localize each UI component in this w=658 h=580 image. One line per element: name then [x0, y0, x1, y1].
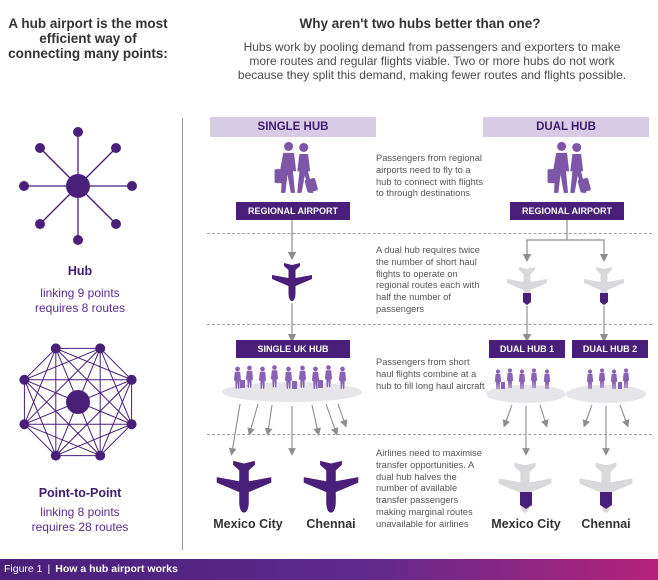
main-title: Why aren't two hubs better than one? [299, 16, 541, 31]
p2p-label: Point-to-Point [38, 486, 122, 500]
p2p-route [55, 347, 132, 381]
left-title: A hub airport is the most efficient way … [8, 16, 168, 61]
p2p-desc-2: requires 28 routes [31, 520, 129, 534]
p2p-point [95, 343, 106, 354]
hub-network-icon [19, 127, 137, 245]
p2p-point [19, 419, 30, 430]
description-row-2: A dual hub requires twice the number of … [376, 245, 480, 314]
dual-hub-1-tag: DUAL HUB 1 [489, 340, 565, 358]
network-diagrams [19, 127, 137, 461]
hub-desc-1: linking 9 points [40, 286, 120, 300]
figure-separator: | [47, 563, 51, 575]
single-city-1: Mexico City [213, 517, 283, 531]
p2p-route [23, 379, 57, 456]
plane-icon [272, 263, 624, 305]
p2p-point [50, 450, 61, 461]
p2p-route [24, 423, 101, 457]
p2p-point [95, 450, 106, 461]
single-uk-hub-tag: SINGLE UK HUB [236, 340, 350, 358]
hub-label: Hub [67, 264, 93, 278]
single-city-2: Chennai [306, 517, 356, 531]
point-to-point-network-icon [19, 343, 137, 461]
p2p-point [126, 419, 137, 430]
description-row-1: Passengers from regional airports need t… [376, 153, 483, 199]
p2p-point [19, 374, 30, 385]
figure-caption-bar: Figure 1 | How a hub airport works [0, 559, 658, 580]
column-divider [182, 118, 183, 550]
description-row-3: Passengers from short haul flights combi… [376, 357, 485, 391]
row-separator [207, 233, 652, 234]
p2p-route [99, 348, 132, 381]
description-row-4: Airlines need to maximise transfer oppor… [376, 448, 482, 529]
hub-desc-2: requires 8 routes [34, 301, 126, 315]
dual-city-2: Chennai [581, 517, 631, 531]
single-hub-heading: SINGLE HUB [210, 117, 376, 137]
p2p-point [126, 374, 137, 385]
dual-hub-2-tag: DUAL HUB 2 [572, 340, 648, 358]
row-separator [207, 324, 652, 325]
row-separator [207, 434, 652, 435]
p2p-point [50, 343, 61, 354]
dual-hub-heading: DUAL HUB [483, 117, 649, 137]
single-regional-airport-tag: REGIONAL AIRPORT [236, 202, 350, 220]
p2p-desc-1: linking 8 points [40, 505, 120, 519]
flow-diagram [216, 141, 646, 513]
crowd-icon [222, 365, 646, 403]
p2p-route [24, 423, 57, 456]
dual-city-1: Mexico City [491, 517, 561, 531]
p2p-route [23, 348, 57, 425]
dual-regional-airport-tag: REGIONAL AIRPORT [510, 202, 624, 220]
plane-icon [216, 460, 633, 513]
p2p-route [24, 348, 57, 381]
figure-number: Figure 1 [4, 563, 43, 575]
figure-title: How a hub airport works [55, 563, 178, 575]
p2p-route [99, 423, 132, 456]
p2p-route [55, 348, 132, 425]
intro-text: Hubs work by pooling demand from passeng… [237, 40, 627, 82]
